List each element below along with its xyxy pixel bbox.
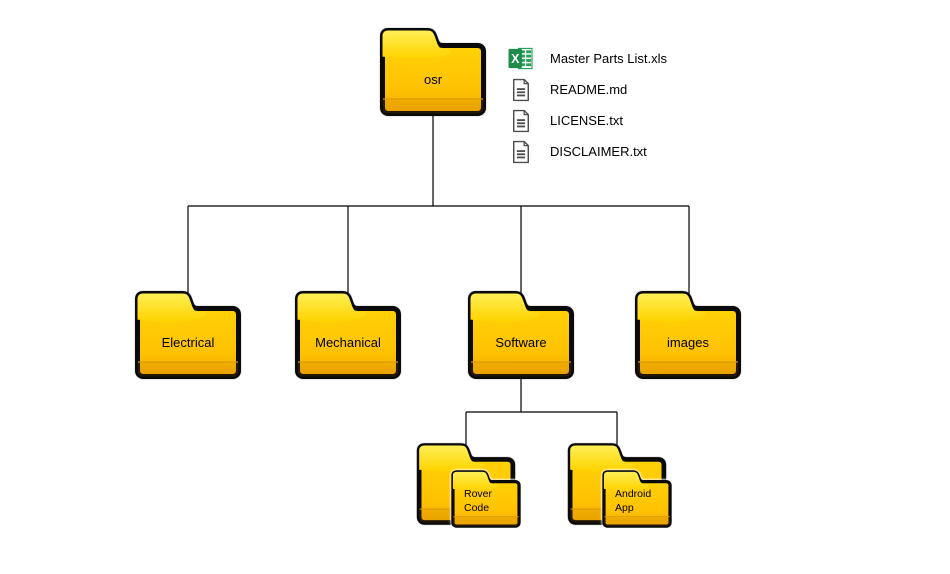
file-row-readme: README.md — [508, 77, 667, 102]
root-file-list: X Master Parts List.xls README.md — [508, 46, 667, 164]
excel-file-icon: X — [508, 47, 533, 70]
folder-node-electrical: Electrical — [133, 289, 243, 381]
folder-label: Rover Code — [464, 488, 493, 514]
file-name: LICENSE.txt — [550, 113, 623, 128]
file-row-license: LICENSE.txt — [508, 108, 667, 133]
file-row-disclaimer: DISCLAIMER.txt — [508, 139, 667, 164]
folder-label: Android App — [615, 488, 652, 514]
folder-node-mechanical: Mechanical — [293, 289, 403, 381]
folder-label: osr — [423, 72, 443, 87]
folder-label: Software — [495, 335, 547, 350]
text-file-icon — [508, 140, 533, 164]
text-file-icon — [508, 109, 533, 133]
file-name: DISCLAIMER.txt — [550, 144, 647, 159]
folder-node-images: images — [633, 289, 743, 381]
folder-label: Mechanical — [315, 335, 381, 350]
folder-node-android-app: Android App — [566, 440, 672, 528]
folder-node-osr: osr — [378, 26, 488, 118]
svg-text:X: X — [511, 52, 520, 66]
folder-node-rover-code: Rover Code — [415, 440, 521, 528]
folder-label: images — [667, 335, 709, 350]
folder-label: Electrical — [161, 335, 215, 350]
nested-folder-icon: Rover Code — [450, 467, 522, 531]
nested-folder-icon: Android App — [601, 467, 673, 531]
file-name: Master Parts List.xls — [550, 51, 668, 66]
file-row-master-parts-list: X Master Parts List.xls — [508, 46, 667, 71]
text-file-icon — [508, 78, 533, 102]
folder-node-software: Software — [466, 289, 576, 381]
file-name: README.md — [550, 82, 628, 97]
